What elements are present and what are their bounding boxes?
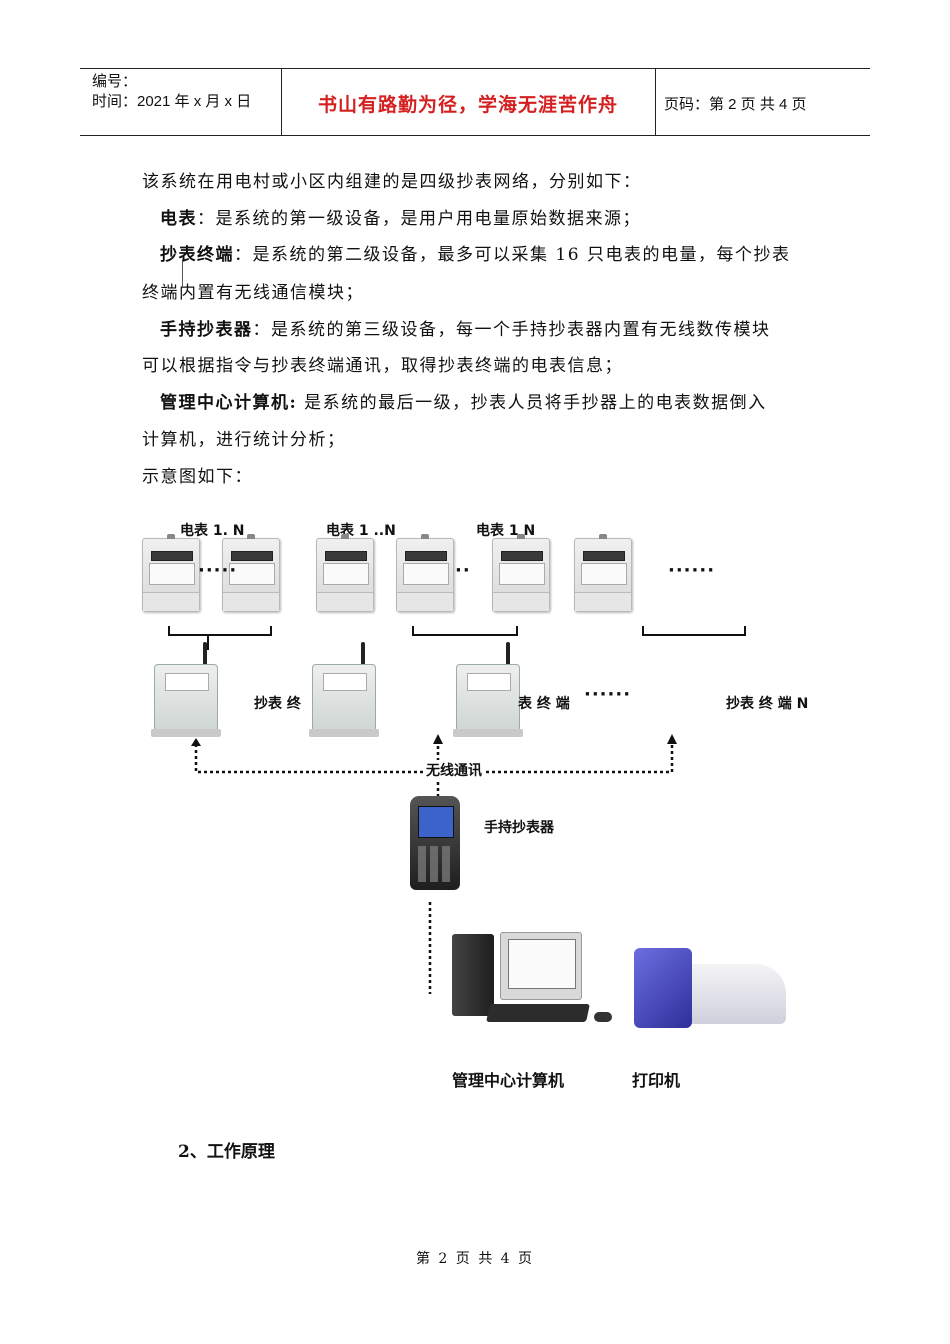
header-motto: 书山有路勤为径，学海无涯苦作舟	[317, 94, 618, 116]
term-computer: 管理中心计算机:	[160, 393, 298, 413]
meter-group-bracket-3	[642, 626, 746, 636]
header-divider-left	[281, 68, 282, 136]
meter-icon	[142, 534, 200, 612]
terminal-label-1: 抄表 终	[254, 696, 301, 712]
terminal-device-icon	[453, 664, 523, 737]
item-computer-cont: 计算机，进行统计分析；	[142, 430, 346, 450]
terminal-ellipsis: ······	[584, 684, 632, 705]
item-meter: 电表：是系统的第一级设备，是用户用电量原始数据来源；	[160, 207, 641, 231]
header-page-info: 页码：第 2 页 共 4 页	[664, 96, 807, 113]
header-number: 编号：	[92, 73, 138, 90]
handheld-label: 手持抄表器	[484, 820, 554, 836]
printer-icon	[626, 944, 790, 1030]
meter-group-bracket-2	[412, 626, 518, 636]
antenna-icon	[506, 642, 510, 668]
meter-ellipsis-1: ·····	[198, 560, 238, 581]
meter-ellipsis-3: ······	[668, 560, 716, 581]
mouse-icon	[594, 1012, 612, 1022]
term-handheld: 手持抄表器	[160, 320, 253, 340]
header-top-rule	[80, 68, 870, 69]
monitor-icon	[500, 932, 582, 1000]
desc-meter: ：是系统的第一级设备，是用户用电量原始数据来源；	[197, 209, 641, 229]
text-cursor-mark	[182, 262, 183, 288]
item-terminal: 抄表终端：是系统的第二级设备，最多可以采集 16 只电表的电量，每个抄表	[160, 243, 790, 267]
wireless-label: 无线通讯	[424, 760, 484, 780]
terminal-device-icon	[151, 664, 221, 737]
handheld-reader-icon	[410, 796, 460, 890]
meter-group-label-1: 电表 1. N	[180, 523, 245, 539]
desc-terminal: ：是系统的第二级设备，最多可以采集 16 只电表的电量，每个抄表	[234, 245, 791, 265]
term-meter: 电表	[160, 209, 197, 229]
meter-icon	[316, 534, 374, 612]
header-meta: 编号： 时间：2021 年 x 月 x 日	[92, 72, 251, 112]
diagram-caption: 示意图如下：	[142, 467, 253, 487]
header-time: 时间：2021 年 x 月 x 日	[92, 93, 252, 110]
meter-icon	[222, 534, 280, 612]
computer-label: 管理中心计算机	[452, 1071, 565, 1090]
meter-icon	[396, 534, 454, 612]
printer-label: 打印机	[632, 1071, 681, 1090]
header-bottom-rule	[80, 135, 870, 136]
intro-paragraph: 该系统在用电村或小区内组建的是四级抄表网络，分别如下：	[142, 172, 642, 192]
header-divider-right	[655, 68, 656, 136]
desc-handheld: ：是系统的第三级设备，每一个手持抄表器内置有无线数传模块	[252, 320, 771, 340]
item-computer: 管理中心计算机: 是系统的最后一级，抄表人员将手抄器上的电表数据倒入	[160, 391, 767, 415]
meter-ellipsis-2: ··	[455, 560, 471, 581]
antenna-icon	[203, 642, 207, 668]
meter-icon	[492, 534, 550, 612]
item-handheld: 手持抄表器：是系统的第三级设备，每一个手持抄表器内置有无线数传模块	[160, 318, 771, 342]
term-terminal: 抄表终端	[160, 245, 234, 265]
computer-tower-icon	[452, 934, 494, 1016]
section-heading: 2、工作原理	[178, 1142, 275, 1162]
bracket-stem-1	[207, 636, 209, 650]
page-footer: 第 2 页 共 4 页	[415, 1251, 535, 1267]
item-handheld-cont: 可以根据指令与抄表终端通讯，取得抄表终端的电表信息；	[142, 356, 623, 376]
terminal-label-2: 表 终 端	[518, 696, 570, 712]
meter-group-bracket-1	[168, 626, 272, 636]
terminal-label-n: 抄表 终 端 N	[726, 696, 809, 712]
keyboard-icon	[486, 1004, 590, 1022]
antenna-icon	[361, 642, 365, 668]
terminal-device-icon	[309, 664, 379, 737]
meter-icon	[574, 534, 632, 612]
desc-computer: 是系统的最后一级，抄表人员将手抄器上的电表数据倒入	[297, 393, 767, 413]
item-terminal-cont: 终端内置有无线通信模块；	[142, 283, 364, 303]
